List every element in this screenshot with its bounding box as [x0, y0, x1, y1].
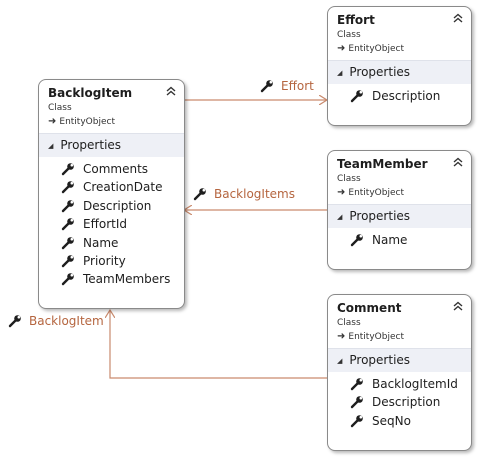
- wrench-icon: [350, 396, 363, 409]
- member-list: Description: [328, 84, 471, 109]
- property-name: CreationDate: [83, 180, 163, 195]
- association-label-effort[interactable]: Effort: [260, 79, 314, 93]
- collapse-chevron-icon[interactable]: [452, 300, 464, 312]
- wrench-icon: [61, 218, 74, 231]
- class-base: ➜EntityObject: [48, 115, 176, 129]
- wrench-icon: [8, 315, 21, 328]
- class-kind: Class: [48, 103, 72, 113]
- property-backlogitemid[interactable]: BacklogItemId: [328, 375, 471, 393]
- wrench-icon: [61, 236, 74, 249]
- class-header[interactable]: Comment Class ➜EntityObject: [328, 295, 471, 348]
- class-header[interactable]: Effort Class ➜EntityObject: [328, 7, 471, 60]
- property-name: TeamMembers: [83, 272, 171, 287]
- member-list: BacklogItemId Description SeqNo: [328, 372, 471, 434]
- expand-triangle-icon[interactable]: ◢: [337, 213, 343, 221]
- class-name: BacklogItem: [48, 86, 133, 100]
- property-teammembers[interactable]: TeamMembers: [39, 270, 184, 288]
- wrench-icon: [350, 378, 363, 391]
- section-label: Properties: [60, 138, 122, 152]
- class-kind: Class: [337, 174, 361, 184]
- base-class-name: EntityObject: [348, 44, 404, 54]
- property-name: Description: [83, 198, 152, 213]
- property-description[interactable]: Description: [328, 393, 471, 411]
- class-kind: Class: [337, 30, 361, 40]
- wrench-icon: [61, 181, 74, 194]
- property-effortid[interactable]: EffortId: [39, 215, 184, 233]
- class-name: TeamMember: [337, 157, 428, 171]
- collapse-chevron-icon[interactable]: [452, 12, 464, 24]
- wrench-icon: [350, 414, 363, 427]
- wrench-icon: [61, 273, 74, 286]
- class-header[interactable]: TeamMember Class ➜EntityObject: [328, 151, 471, 204]
- properties-section-header[interactable]: ◢ Properties: [328, 204, 471, 228]
- class-header[interactable]: BacklogItem Class ➜EntityObject: [39, 80, 184, 133]
- wrench-icon: [193, 188, 206, 201]
- property-name: Description: [372, 89, 441, 103]
- property-name: Description: [372, 395, 441, 410]
- property-seqno[interactable]: SeqNo: [328, 412, 471, 430]
- property-name[interactable]: Name: [328, 231, 471, 249]
- member-list: Name: [328, 228, 471, 253]
- property-creationdate[interactable]: CreationDate: [39, 178, 184, 196]
- property-name: Comments: [83, 162, 149, 176]
- property-name: Name: [83, 235, 119, 250]
- collapse-chevron-icon[interactable]: [452, 156, 464, 168]
- base-class-name: EntityObject: [59, 117, 115, 127]
- wrench-icon: [350, 234, 363, 247]
- section-label: Properties: [349, 353, 411, 367]
- section-label: Properties: [349, 209, 411, 223]
- class-base: ➜EntityObject: [337, 42, 463, 56]
- property-name[interactable]: Name: [39, 234, 184, 252]
- property-name: EffortId: [83, 217, 127, 232]
- base-class-name: EntityObject: [348, 188, 404, 198]
- wrench-icon: [260, 80, 273, 93]
- property-priority[interactable]: Priority: [39, 252, 184, 270]
- class-base: ➜EntityObject: [337, 186, 463, 200]
- class-comment[interactable]: Comment Class ➜EntityObject ◢Properties …: [327, 294, 472, 451]
- class-name: Effort: [337, 13, 375, 27]
- inherit-arrow-icon: ➜: [48, 116, 57, 127]
- class-kind: Class: [337, 318, 361, 328]
- property-name: SeqNo: [372, 413, 411, 428]
- property-name: Priority: [83, 253, 126, 268]
- class-effort[interactable]: Effort Class ➜EntityObject ◢ Properties D…: [327, 6, 472, 126]
- section-label: Properties: [349, 65, 411, 79]
- inherit-arrow-icon: ➜: [337, 187, 346, 198]
- inherit-arrow-icon: ➜: [337, 331, 346, 342]
- association-text: BacklogItems: [214, 187, 295, 201]
- class-name: Comment: [337, 301, 402, 315]
- properties-section-header[interactable]: ◢ Properties: [328, 60, 471, 84]
- base-class-name: EntityObject: [348, 332, 404, 342]
- property-comments[interactable]: Comments: [39, 160, 184, 178]
- property-description[interactable]: Description: [39, 197, 184, 215]
- wrench-icon: [61, 199, 74, 212]
- wrench-icon: [61, 255, 74, 268]
- property-description[interactable]: Description: [328, 87, 471, 105]
- connector-backlogitem[interactable]: [110, 310, 327, 379]
- wrench-icon: [350, 90, 363, 103]
- association-label-backlogitem[interactable]: BacklogItem: [8, 314, 104, 328]
- properties-section-header[interactable]: ◢ Properties: [328, 348, 471, 372]
- inherit-arrow-icon: ➜: [337, 43, 346, 54]
- class-teammember[interactable]: TeamMember Class ➜EntityObject ◢ Properti…: [327, 150, 472, 270]
- property-name: BacklogItemId: [372, 377, 458, 391]
- expand-triangle-icon[interactable]: ◢: [48, 142, 54, 150]
- collapse-chevron-icon[interactable]: [165, 85, 177, 97]
- property-name: Name: [372, 233, 408, 247]
- properties-section-header[interactable]: ◢ Properties: [39, 133, 184, 157]
- association-text: BacklogItem: [29, 314, 104, 328]
- association-label-backlogitems[interactable]: BacklogItems: [193, 187, 295, 201]
- association-text: Effort: [281, 79, 314, 93]
- class-backlogitem[interactable]: BacklogItem Class ➜EntityObject ◢ Propert…: [38, 79, 185, 309]
- member-list: Comments CreationDate Description Effort…: [39, 157, 184, 293]
- expand-triangle-icon[interactable]: ◢: [337, 357, 343, 365]
- class-base: ➜EntityObject: [337, 330, 463, 344]
- wrench-icon: [61, 163, 74, 176]
- expand-triangle-icon[interactable]: ◢: [337, 69, 343, 77]
